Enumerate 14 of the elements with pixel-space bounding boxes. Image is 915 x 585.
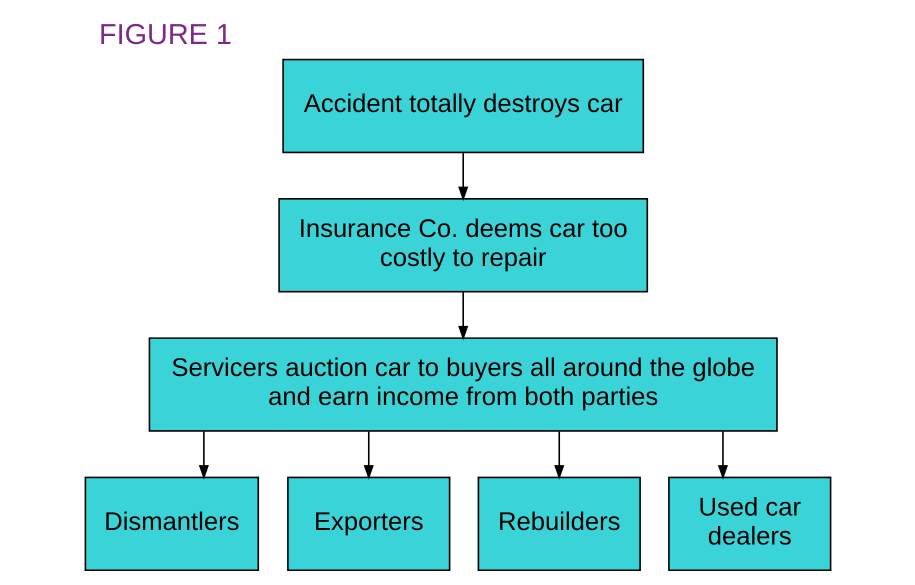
node-box: Servicers auction car to buyers all around the globe and earn income from both parties — [148, 337, 778, 432]
node-box: Accident totally destroys car — [282, 58, 644, 154]
arrow — [363, 432, 374, 480]
node-box: Dismantlers — [84, 476, 259, 572]
arrow — [458, 153, 468, 202]
arrow — [717, 432, 728, 480]
node-box: Used car dealers — [668, 476, 831, 572]
node-box: Exporters — [286, 476, 450, 572]
arrow — [198, 432, 208, 480]
node-box: Rebuilders — [477, 476, 640, 572]
node-box: Insurance Co. deems car too costly to repair — [278, 198, 648, 292]
arrow — [554, 432, 564, 480]
arrow — [458, 292, 468, 340]
diagram-title: FIGURE 1 — [98, 19, 232, 52]
